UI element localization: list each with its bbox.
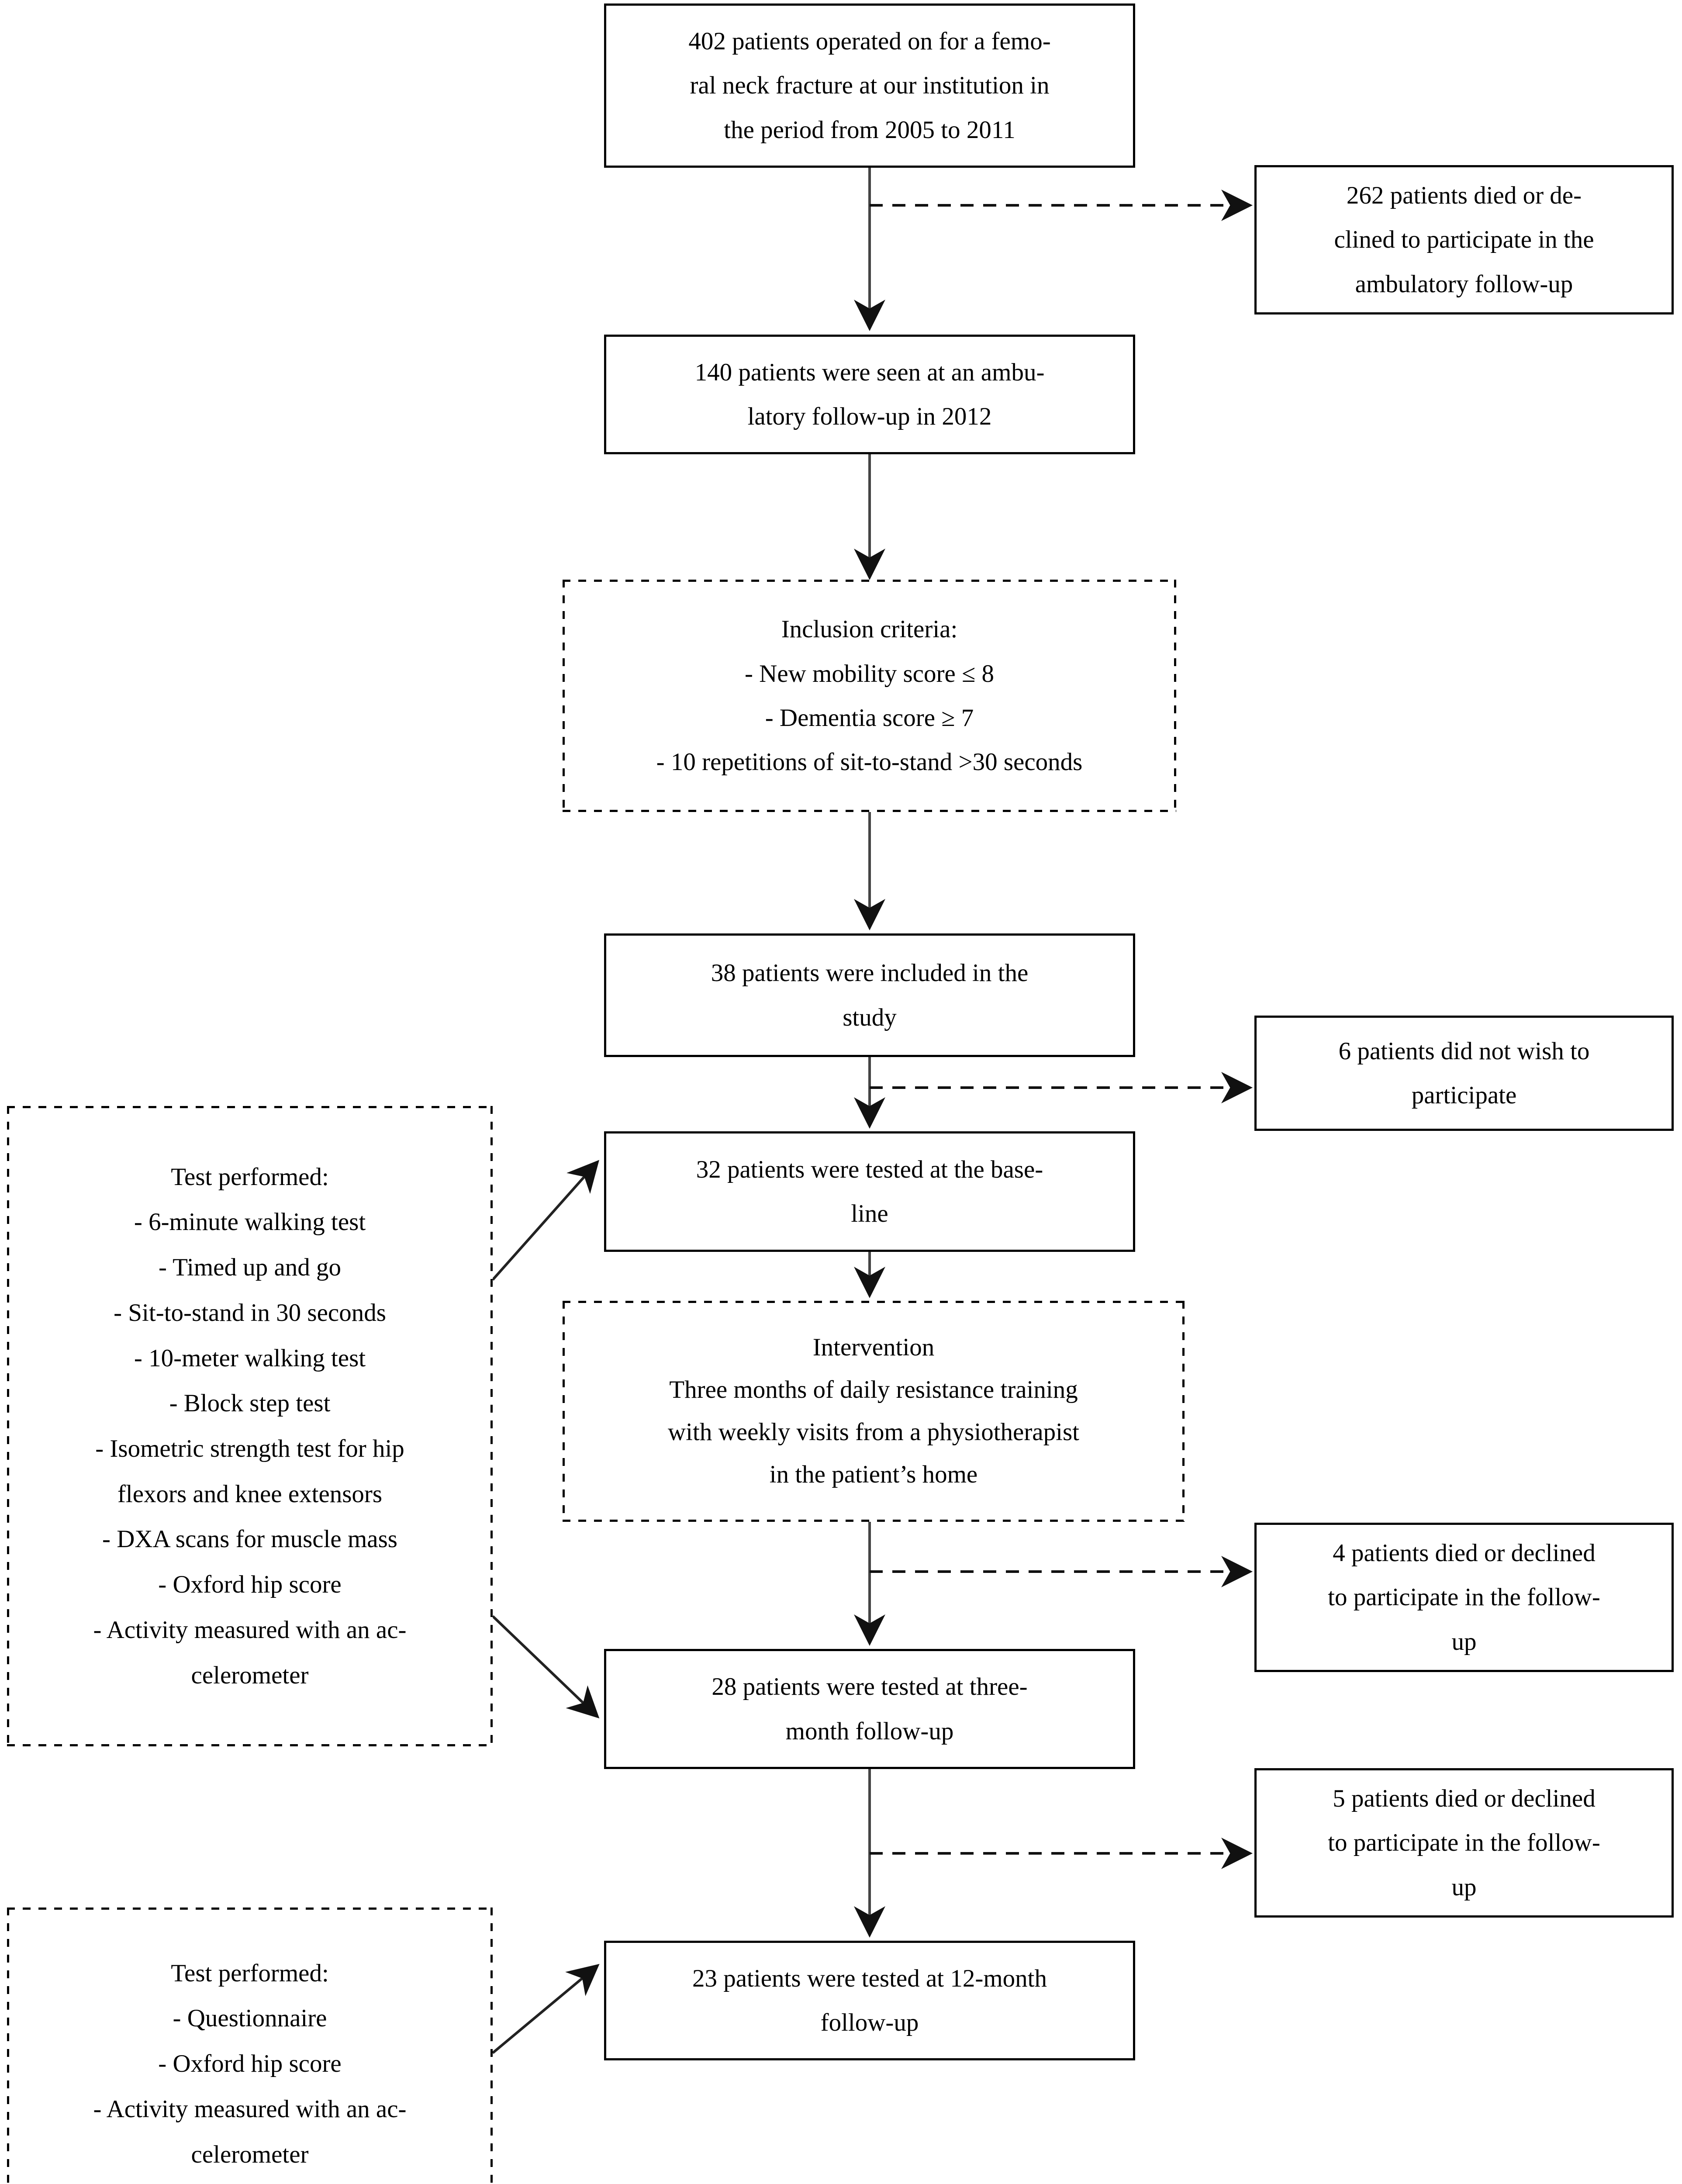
node-line: latory follow-up in 2012 (747, 403, 992, 430)
node-line: - Oxford hip score (158, 2050, 342, 2078)
node-line: study (843, 1003, 897, 1031)
connector-tests-twelve-to-twelve-month (492, 1964, 600, 2054)
node-seen-140: 140 patients were seen at an ambu- lator… (604, 335, 1135, 454)
connector-tests-baseline-to-three-month (491, 1615, 600, 1719)
node-enrolled-402: 402 patients operated on for a femo- ral… (604, 3, 1135, 168)
node-line: Test performed: (171, 1959, 329, 1987)
node-line: 5 patients died or declined (1333, 1784, 1596, 1812)
node-three-month-28: 28 patients were tested at three- month … (604, 1649, 1135, 1769)
node-line: - 6-minute walking test (134, 1208, 366, 1236)
node-line: 4 patients died or declined (1333, 1539, 1596, 1567)
node-line: Intervention (812, 1334, 935, 1362)
node-line: to participate in the follow- (1328, 1583, 1600, 1611)
node-line: participate (1411, 1082, 1517, 1109)
node-line: - Activity measured with an ac- (93, 2095, 407, 2123)
node-line: up (1451, 1873, 1477, 1901)
node-line: 140 patients were seen at an ambu- (694, 358, 1045, 386)
node-line: - 10 repetitions of sit-to-stand >30 sec… (656, 748, 1083, 776)
node-line: up (1451, 1628, 1477, 1655)
node-line: - Activity measured with an ac- (93, 1616, 407, 1644)
node-line: - Block step test (169, 1389, 331, 1417)
node-line: 28 patients were tested at three- (711, 1673, 1028, 1701)
node-line: 6 patients did not wish to (1338, 1037, 1590, 1065)
node-line: - 10-meter walking test (134, 1344, 366, 1372)
node-line: - DXA scans for muscle mass (102, 1525, 397, 1553)
node-line: celerometer (191, 1661, 309, 1689)
node-line: with weekly visits from a physiotherapis… (668, 1418, 1079, 1446)
node-intervention: Intervention Three months of daily resis… (563, 1301, 1185, 1522)
node-line: 32 patients were tested at the base- (696, 1155, 1043, 1183)
connector-tests-baseline-to-baseline32 (491, 1160, 599, 1281)
node-line: ambulatory follow-up (1355, 270, 1573, 298)
node-line: ral neck fracture at our institution in (690, 72, 1050, 100)
node-included-38: 38 patients were included in the study (604, 933, 1135, 1057)
node-line: the period from 2005 to 2011 (724, 116, 1015, 144)
node-line: Inclusion criteria: (781, 615, 958, 643)
node-line: line (851, 1200, 888, 1227)
node-line: - Isometric strength test for hip (95, 1435, 404, 1462)
node-line: flexors and knee extensors (117, 1480, 383, 1508)
node-line: follow-up (820, 2009, 919, 2036)
node-excluded-5: 5 patients died or declined to participa… (1254, 1768, 1674, 1918)
node-line: 38 patients were included in the (711, 959, 1029, 987)
node-line: - New mobility score ≤ 8 (744, 660, 995, 688)
node-baseline-32: 32 patients were tested at the base- lin… (604, 1131, 1135, 1252)
node-excluded-4: 4 patients died or declined to participa… (1254, 1523, 1674, 1672)
node-line: - Sit-to-stand in 30 seconds (114, 1299, 386, 1327)
node-line: - Dementia score ≥ 7 (765, 704, 974, 732)
node-line: in the patient’s home (769, 1460, 978, 1488)
node-tests-performed-twelve-month: Test performed: - Questionnaire - Oxford… (7, 1908, 493, 2184)
node-inclusion-criteria: Inclusion criteria: - New mobility score… (563, 580, 1176, 812)
node-line: 402 patients operated on for a femo- (688, 27, 1051, 55)
node-tests-performed-baseline: Test performed: - 6-minute walking test … (7, 1106, 493, 1746)
node-line: Three months of daily resistance trainin… (669, 1376, 1078, 1404)
node-twelve-month-23: 23 patients were tested at 12-month foll… (604, 1941, 1135, 2060)
node-line: to participate in the follow- (1328, 1829, 1600, 1857)
node-line: - Oxford hip score (158, 1571, 342, 1599)
node-line: 262 patients died or de- (1346, 181, 1582, 209)
node-line: Test performed: (171, 1163, 329, 1191)
node-excluded-6: 6 patients did not wish to participate (1254, 1016, 1674, 1131)
node-line: celerometer (191, 2140, 309, 2168)
node-line: month follow-up (785, 1717, 954, 1745)
node-line: clined to participate in the (1334, 226, 1594, 254)
node-excluded-262: 262 patients died or de- clined to parti… (1254, 165, 1674, 314)
node-line: - Timed up and go (158, 1254, 342, 1282)
node-line: 23 patients were tested at 12-month (692, 1964, 1047, 1992)
node-line: - Questionnaire (173, 2004, 327, 2032)
